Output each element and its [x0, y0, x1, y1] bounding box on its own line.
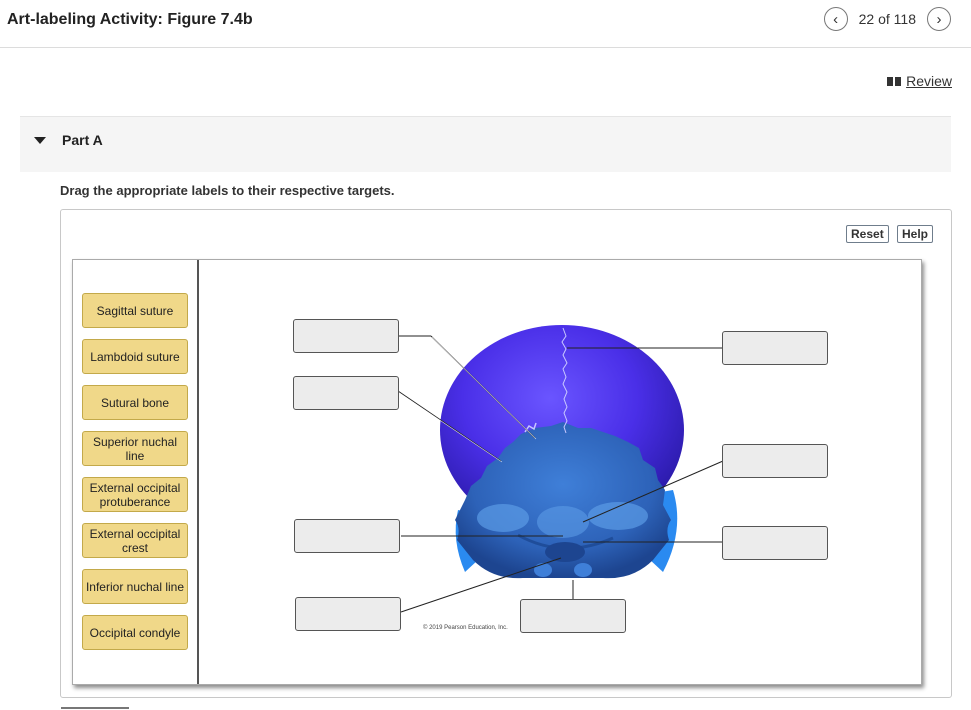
instructions: Drag the appropriate labels to their res… [60, 183, 395, 198]
label-palette: Sagittal suture Lambdoid suture Sutural … [73, 260, 199, 684]
page-counter: 22 of 118 [858, 11, 916, 27]
triangle-down-icon[interactable] [34, 137, 46, 144]
drop-target[interactable] [293, 319, 399, 353]
drop-target[interactable] [295, 597, 401, 631]
page-title: Art-labeling Activity: Figure 7.4b [7, 11, 253, 28]
occipital-bone [455, 422, 671, 579]
drop-target[interactable] [520, 599, 626, 633]
book-icon [887, 76, 902, 86]
label-lambdoid-suture[interactable]: Lambdoid suture [82, 339, 188, 374]
review-link[interactable]: Review [887, 73, 952, 89]
labeling-canvas: Sagittal suture Lambdoid suture Sutural … [72, 259, 922, 685]
part-header[interactable]: Part A [20, 116, 951, 172]
label-external-occipital-protuberance[interactable]: External occipital protuberance [82, 477, 188, 512]
activity-panel [60, 209, 952, 698]
review-label: Review [906, 73, 952, 89]
label-occipital-condyle[interactable]: Occipital condyle [82, 615, 188, 650]
label-external-occipital-crest[interactable]: External occipital crest [82, 523, 188, 558]
footer-divider [61, 707, 129, 709]
leader-lines [397, 335, 724, 613]
top-bar: Art-labeling Activity: Figure 7.4b ‹ 22 … [0, 0, 971, 48]
label-superior-nuchal-line[interactable]: Superior nuchal line [82, 431, 188, 466]
label-inferior-nuchal-line[interactable]: Inferior nuchal line [82, 569, 188, 604]
help-button[interactable]: Help [897, 225, 934, 243]
previous-button[interactable]: ‹ [823, 7, 848, 31]
drop-target[interactable] [722, 444, 828, 478]
chevron-left-icon: ‹ [833, 10, 839, 28]
label-sutural-bone[interactable]: Sutural bone [82, 385, 188, 420]
drop-target[interactable] [294, 519, 400, 553]
drop-target[interactable] [293, 376, 399, 410]
next-button[interactable]: › [927, 7, 951, 31]
part-title: Part A [62, 132, 103, 148]
skull-illustration [397, 325, 724, 613]
drop-target[interactable] [722, 331, 828, 365]
pager: ‹ 22 of 118 › [823, 7, 951, 31]
reset-button[interactable]: Reset [846, 225, 889, 243]
label-sagittal-suture[interactable]: Sagittal suture [82, 293, 188, 328]
copyright-text: © 2019 Pearson Education, Inc. [423, 625, 508, 631]
chevron-right-icon: › [936, 10, 942, 28]
drop-target[interactable] [722, 526, 828, 560]
sagittal-suture-line [561, 327, 568, 434]
